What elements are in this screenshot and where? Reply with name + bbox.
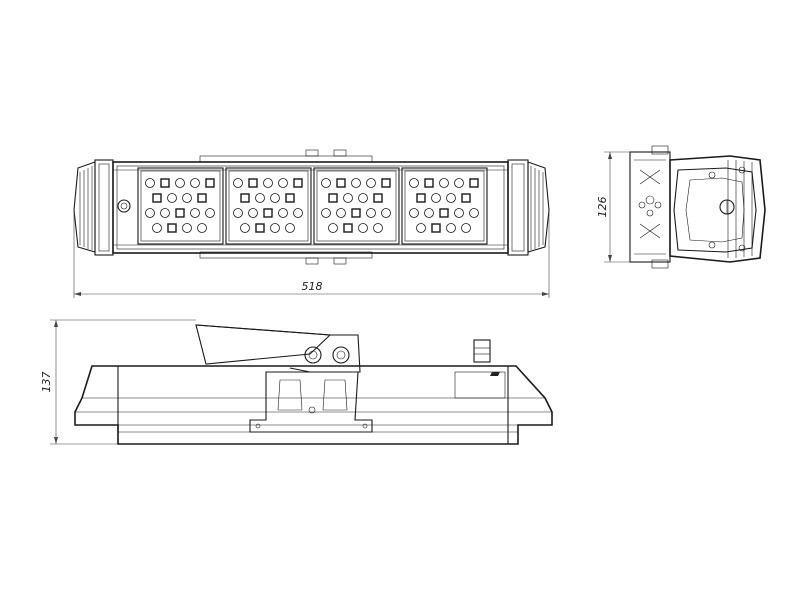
led-lens (160, 208, 170, 218)
led-module (401, 167, 488, 245)
end-view-fins (727, 160, 753, 258)
led-lens (431, 193, 441, 203)
led-lens (409, 178, 419, 188)
led-square (293, 178, 303, 188)
led-module-inner (228, 170, 309, 242)
width-label: 126 (596, 197, 609, 218)
led-lens (366, 178, 376, 188)
led-lens (240, 223, 250, 233)
led-square (373, 193, 383, 203)
led-square (336, 178, 346, 188)
label-plate (454, 371, 506, 399)
led-lens (373, 223, 383, 233)
led-lens (270, 223, 280, 233)
led-square (160, 178, 170, 188)
led-square (328, 193, 338, 203)
led-square (152, 193, 162, 203)
led-lens (190, 178, 200, 188)
led-lens (336, 208, 346, 218)
vent-valve-icon (117, 199, 131, 213)
led-lens (263, 178, 273, 188)
led-lens (205, 208, 215, 218)
led-lens (182, 193, 192, 203)
led-lens (409, 208, 419, 218)
led-lens (446, 223, 456, 233)
led-lens (454, 178, 464, 188)
led-lens (278, 178, 288, 188)
left-cap-fins (79, 166, 93, 250)
led-module-inner (316, 170, 397, 242)
led-lens (351, 178, 361, 188)
led-lens (145, 178, 155, 188)
led-square (197, 193, 207, 203)
led-lens (366, 208, 376, 218)
led-lens (439, 178, 449, 188)
led-square (175, 208, 185, 218)
led-lens (190, 208, 200, 218)
led-square (424, 178, 434, 188)
led-lens (255, 193, 265, 203)
led-module-inner (140, 170, 221, 242)
led-square (263, 208, 273, 218)
cable-gland-icon (473, 339, 491, 363)
led-square (240, 193, 250, 203)
led-square (167, 223, 177, 233)
front-view: 518 (73, 149, 550, 298)
length-dimension: 518 (73, 212, 550, 298)
led-lens (424, 208, 434, 218)
led-lens (454, 208, 464, 218)
led-square (416, 193, 426, 203)
pivot-bolt-icon (304, 346, 322, 364)
led-lens (233, 208, 243, 218)
led-lens (321, 178, 331, 188)
led-lens (381, 208, 391, 218)
length-label: 518 (302, 280, 323, 293)
end-view: 126 (596, 145, 766, 269)
led-square (285, 193, 295, 203)
led-lens (358, 223, 368, 233)
led-lens (278, 208, 288, 218)
led-lens (293, 208, 303, 218)
led-lens (285, 223, 295, 233)
led-square (255, 223, 265, 233)
led-lens (182, 223, 192, 233)
led-module (313, 167, 400, 245)
led-lens (321, 208, 331, 218)
led-lens (416, 223, 426, 233)
led-module-inner (404, 170, 485, 242)
led-lens (248, 208, 258, 218)
led-lens (358, 193, 368, 203)
led-square (469, 178, 479, 188)
led-lens (328, 223, 338, 233)
height-dimension: 137 (40, 319, 196, 445)
led-modules (137, 167, 488, 245)
led-square (351, 208, 361, 218)
side-view: 137 (40, 319, 553, 445)
led-lens (233, 178, 243, 188)
led-square (248, 178, 258, 188)
led-square (343, 223, 353, 233)
led-lens (469, 208, 479, 218)
right-cap-fins (530, 166, 544, 250)
led-module (225, 167, 312, 245)
led-lens (175, 178, 185, 188)
led-square (205, 178, 215, 188)
led-lens (461, 223, 471, 233)
led-lens (343, 193, 353, 203)
led-lens (145, 208, 155, 218)
height-label: 137 (40, 372, 53, 393)
led-square (461, 193, 471, 203)
led-lens (197, 223, 207, 233)
led-lens (152, 223, 162, 233)
led-module (137, 167, 224, 245)
led-square (439, 208, 449, 218)
led-square (381, 178, 391, 188)
led-lens (270, 193, 280, 203)
led-lens (446, 193, 456, 203)
led-lens (167, 193, 177, 203)
pivot-bolt-icon (332, 346, 350, 364)
width-dimension: 126 (596, 151, 630, 263)
led-square (431, 223, 441, 233)
